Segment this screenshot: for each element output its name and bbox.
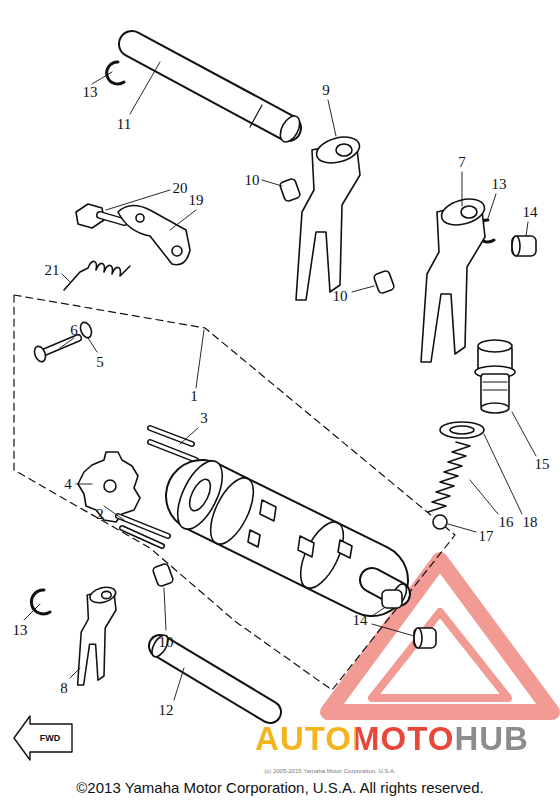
- callout-number: 16: [499, 515, 514, 530]
- callout-number: 14: [353, 613, 368, 628]
- callout-number: 4: [64, 477, 72, 492]
- stopper-lever: [118, 205, 190, 264]
- callout-number: 18: [523, 515, 538, 530]
- shift-drum: [169, 454, 410, 608]
- callout-number: 15: [535, 457, 550, 472]
- copyright-caption: ©2013 Yamaha Motor Corporation, U.S.A. A…: [76, 780, 483, 795]
- shift-fork-shaft: [132, 44, 304, 145]
- copyright-note: (c) 2005-2015 Yamaha Motor Corporation, …: [264, 768, 396, 774]
- steel-ball: [433, 515, 447, 529]
- shift-cam-segment: [78, 452, 140, 522]
- callout-number: 7: [458, 155, 466, 170]
- bolt: [76, 204, 124, 228]
- callout-number: 2: [96, 507, 104, 522]
- callout-number: 13: [13, 623, 28, 638]
- torsion-spring: [64, 261, 130, 290]
- callout-number: 1: [190, 389, 198, 404]
- callout-number: 14: [523, 205, 538, 220]
- callout-number: 12: [159, 703, 174, 718]
- cam-follower-pin: [373, 270, 395, 294]
- coil-spring: [428, 442, 470, 512]
- assembly-outline: [14, 295, 455, 690]
- shift-fork: [421, 195, 487, 362]
- shift-fork-shaft: [149, 633, 270, 712]
- cam-follower-pin: [279, 178, 301, 202]
- washer: [78, 321, 93, 340]
- callout-number: 9: [322, 83, 330, 98]
- callout-number: 13: [492, 177, 507, 192]
- direction-mark: FWD: [40, 734, 61, 743]
- callout-number: 11: [117, 117, 131, 132]
- plug-cap: [512, 236, 536, 256]
- callout-number: 5: [96, 355, 104, 370]
- callout-number: 17: [479, 529, 494, 544]
- shift-fork: [296, 133, 362, 300]
- callout-number: 21: [45, 263, 60, 278]
- callout-number: 6: [70, 323, 78, 338]
- cam-follower-pin: [152, 563, 174, 587]
- plug-bolt: [475, 340, 515, 413]
- watermark: AUTOMOTOHUB: [255, 722, 529, 755]
- gasket: [440, 422, 484, 438]
- callout-number: 10: [245, 173, 260, 188]
- callout-number: 10: [159, 635, 174, 650]
- dowel-pin: [382, 590, 436, 648]
- e-clip: [107, 62, 124, 84]
- callout-number: 13: [83, 85, 98, 100]
- callout-number: 8: [60, 681, 68, 696]
- screw: [32, 338, 78, 363]
- callout-number: 3: [200, 411, 208, 426]
- forward-arrow: [14, 716, 72, 760]
- callout-number: 20: [173, 181, 188, 196]
- callout-number: 19: [189, 193, 204, 208]
- leader-line: [24, 62, 536, 700]
- shift-fork: [78, 585, 118, 685]
- watermark-triangle: [328, 560, 552, 712]
- callout-number: 10: [333, 289, 348, 304]
